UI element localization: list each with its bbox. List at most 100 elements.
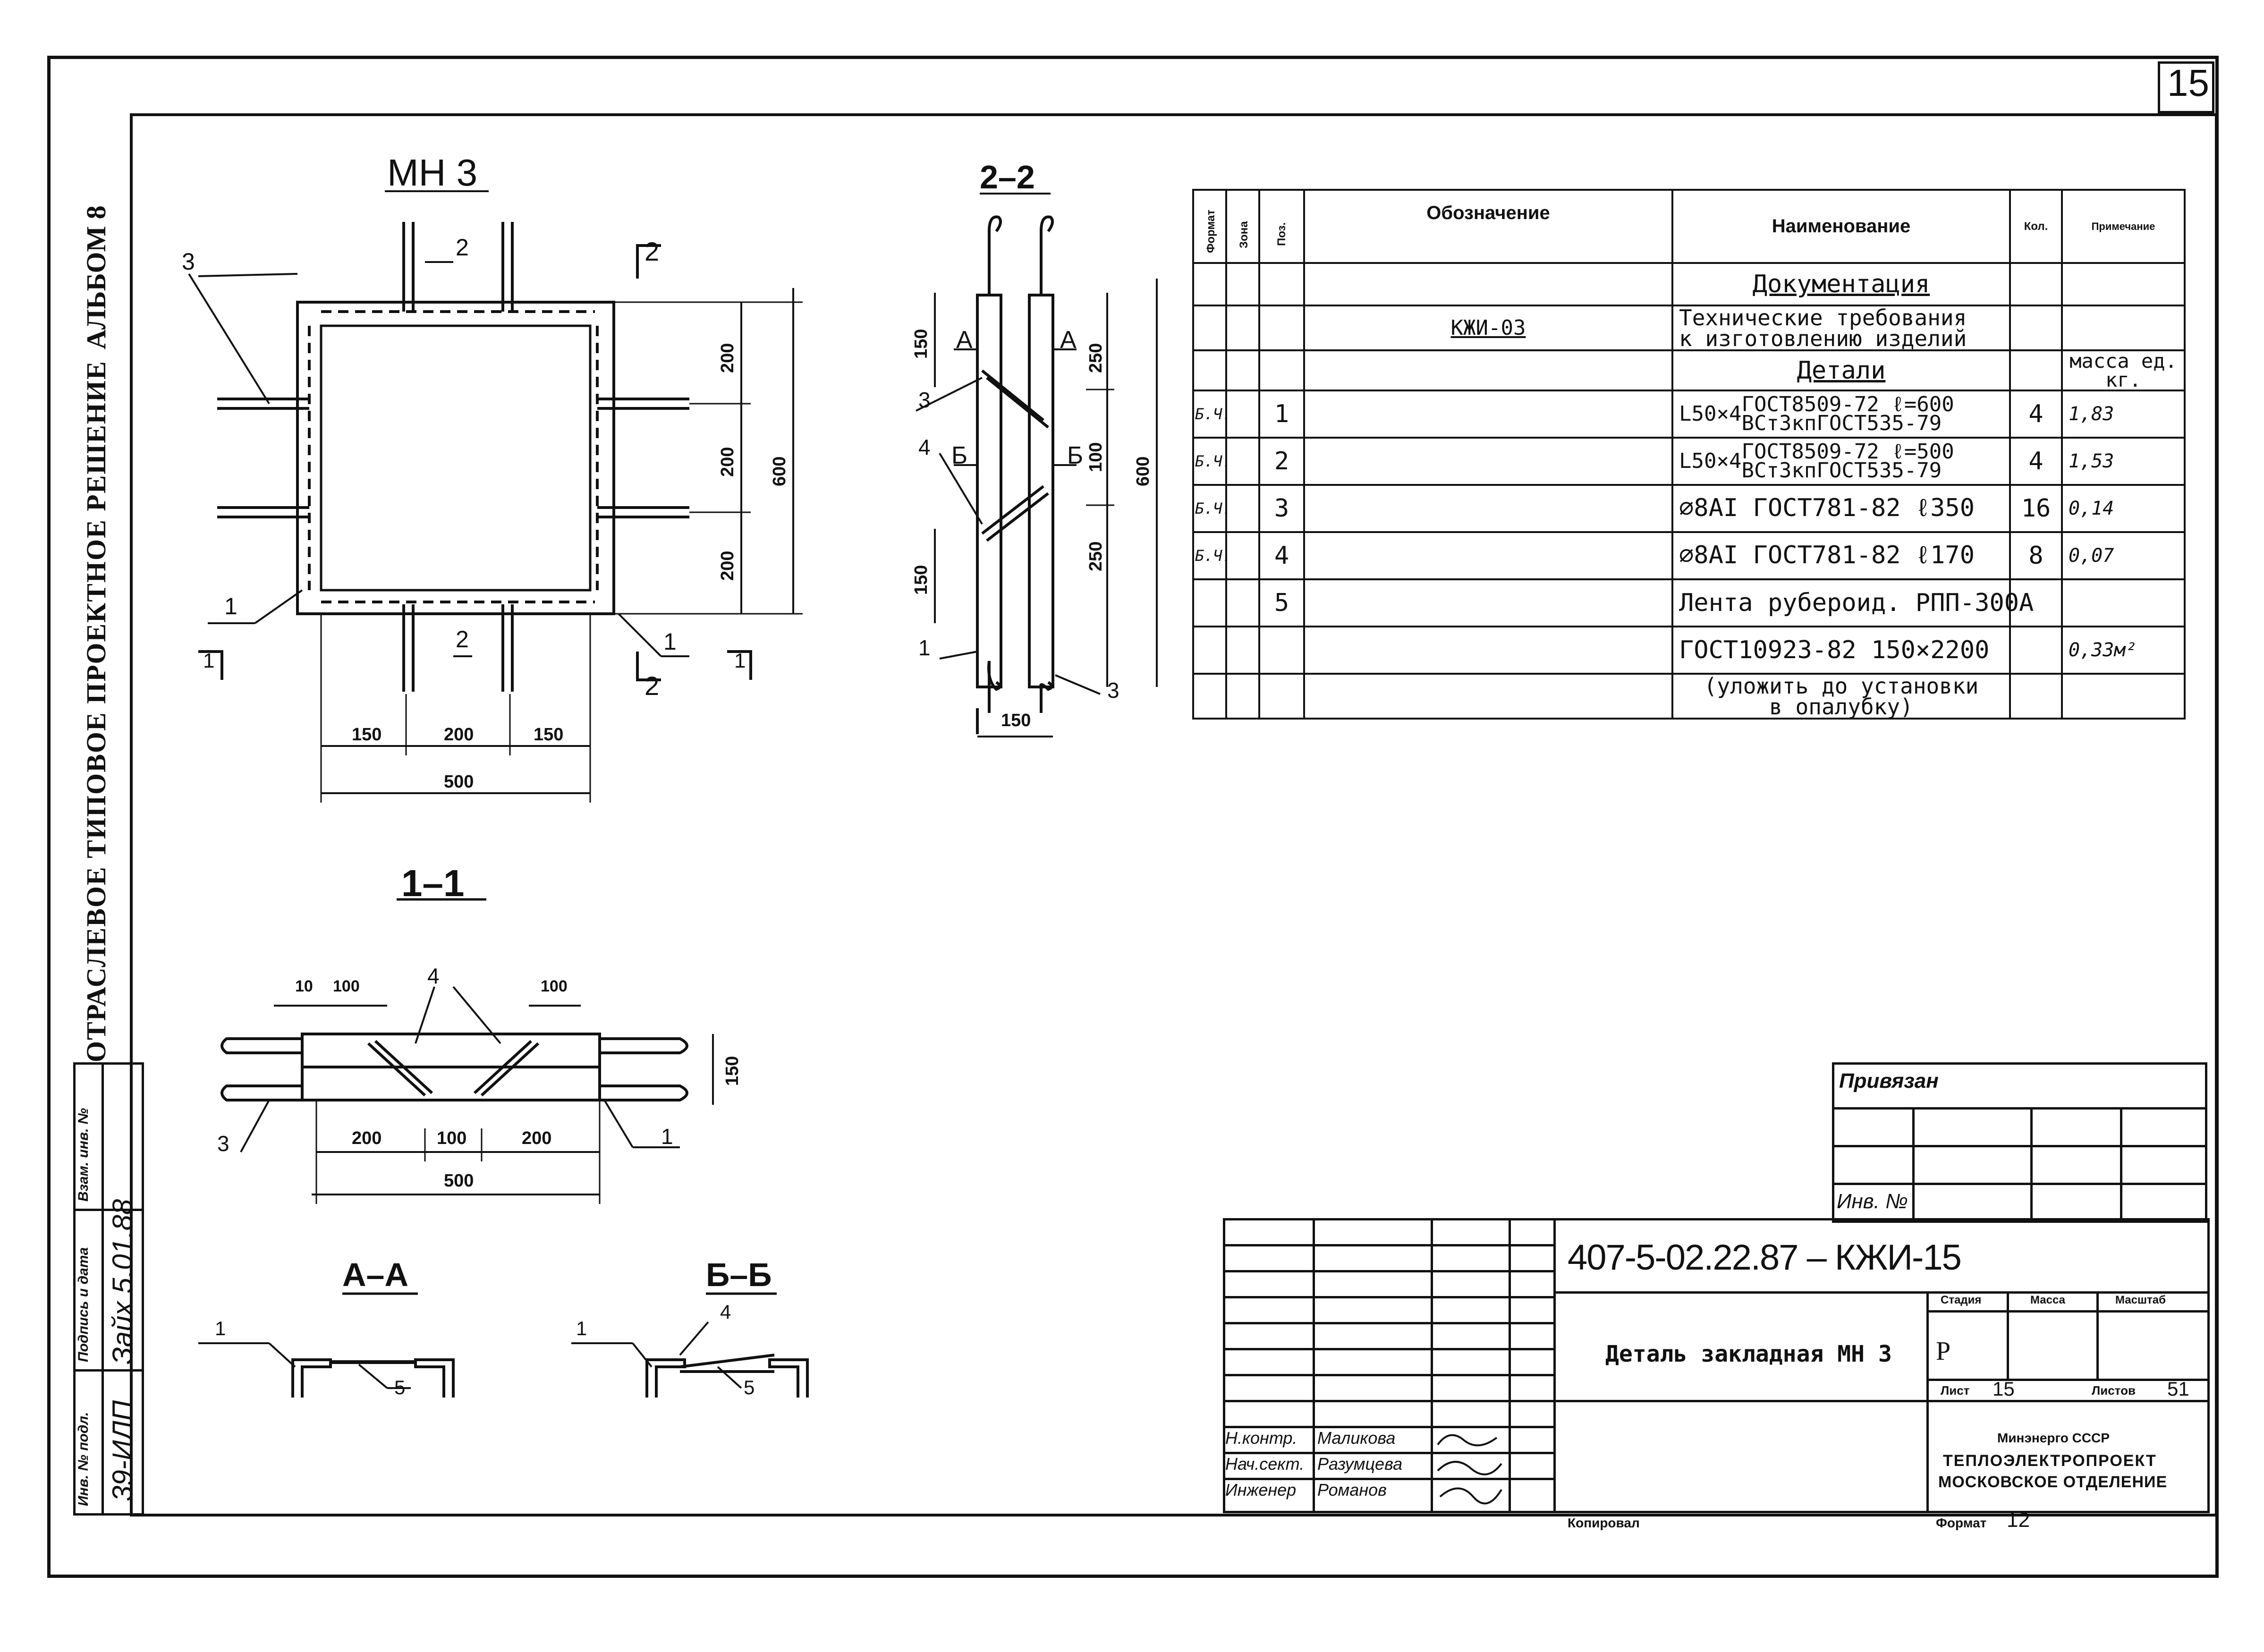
- sheet-value: 15: [1993, 1378, 2015, 1400]
- tb-code-rule: [1553, 1291, 2207, 1294]
- section-1-1-title: 1–1: [401, 862, 465, 904]
- mn3-dim-150-right: 150: [534, 725, 564, 745]
- tb-stage-rule: [1926, 1310, 2207, 1313]
- mn3-dim-150-left: 150: [352, 725, 382, 745]
- stage-value: Р: [1936, 1337, 1951, 1366]
- mn3-dim-500: 500: [444, 772, 474, 792]
- section-2-2-view: [916, 215, 1158, 737]
- side-stamp-rule: [73, 1369, 142, 1372]
- s22-dim-100: 100: [1086, 442, 1106, 472]
- mn3-cut-1-left: 1: [203, 649, 215, 672]
- mn3-dim-v-200-mid: 200: [718, 447, 738, 477]
- signer-2-role: Нач.сект.: [1225, 1454, 1305, 1474]
- row1-name-1: ГОСТ8509-72 ℓ=600: [1741, 392, 1954, 416]
- bb-pos-4: 4: [720, 1301, 731, 1323]
- bb-pos-5: 5: [744, 1376, 755, 1398]
- section-docs: Документация: [1671, 262, 2011, 306]
- table-row: Детали масса ед. кг.: [1192, 349, 2186, 391]
- mn3-title: МН 3: [387, 152, 478, 194]
- doc-name: Технические требования к изготовлению из…: [1671, 305, 2011, 351]
- row3-qty: 16: [2009, 484, 2063, 533]
- col-pos: Поз.: [1258, 189, 1305, 264]
- tb-grid-rule: [1223, 1244, 1553, 1246]
- table-row: Документация: [1192, 262, 2186, 306]
- row3-format: Б.Ч.: [1192, 484, 1231, 533]
- s22-cut-b-right: Б: [1067, 442, 1084, 469]
- row4-qty: 8: [2009, 531, 2063, 580]
- tb-grid-rule: [1223, 1348, 1553, 1350]
- signer-3-name: Романов: [1317, 1480, 1387, 1500]
- mn3-cut-1-right: 1: [734, 649, 746, 672]
- section-2-2-title: 2–2: [980, 159, 1035, 195]
- format-label: Формат: [1936, 1516, 1987, 1530]
- mass-note-line-2: кг.: [2105, 368, 2141, 391]
- footnote-line-1: (уложить до установки: [1704, 673, 1979, 699]
- row4-pos: 4: [1258, 531, 1305, 580]
- privyazan-divider: [1912, 1107, 1915, 1220]
- row2-prefix: L50×4: [1679, 449, 1742, 473]
- tb-grid-rule: [1223, 1400, 1553, 1402]
- privyazan-rule: [1832, 1145, 2205, 1147]
- mn3-pos-2-top: 2: [456, 234, 469, 261]
- s11-dim-200-left: 200: [352, 1128, 382, 1148]
- doc-name-line-1: Технические требования: [1679, 305, 1967, 330]
- section-a-a-view: [198, 1342, 455, 1398]
- tb-grid-rule: [1223, 1374, 1553, 1376]
- col-zone-label: Зона: [1238, 220, 1250, 248]
- s11-pos-4: 4: [427, 964, 440, 988]
- mn3-cut-2-top: 2: [644, 237, 660, 266]
- tb-name-rule: [1553, 1400, 2207, 1402]
- drawing-name: Деталь закладная МН 3: [1605, 1341, 1892, 1367]
- sheets-value: 51: [2167, 1378, 2189, 1400]
- mass-note: масса ед. кг.: [2061, 349, 2186, 391]
- mn3-dim-200: 200: [444, 725, 474, 745]
- s22-dim-150-bottom: 150: [911, 565, 931, 595]
- sheet-label: Лист: [1941, 1383, 1970, 1398]
- privyazan-divider: [2120, 1107, 2122, 1220]
- s11-pos-3: 3: [217, 1131, 229, 1156]
- row1-qty: 4: [2009, 390, 2063, 439]
- title-block: [1223, 1218, 2210, 1513]
- section-b-b-view: [571, 1321, 809, 1398]
- sheet-number: 15: [2167, 62, 2209, 104]
- s22-pos-4: 4: [918, 435, 931, 459]
- aa-pos-1: 1: [215, 1317, 226, 1339]
- bb-pos-1: 1: [576, 1317, 587, 1339]
- s22-dim-250-top: 250: [1086, 343, 1106, 373]
- col-format: Формат: [1192, 189, 1227, 264]
- tb-grid-rule: [1223, 1296, 1553, 1298]
- col-qty: Кол.: [2009, 189, 2063, 264]
- row2-format: Б.Ч.: [1192, 437, 1231, 486]
- tb-stage-col: [2007, 1291, 2009, 1379]
- privyazan-inv: Инв. №: [1837, 1190, 1908, 1213]
- table-row: 5 Лента рубероид. РПП-300А: [1192, 578, 2186, 627]
- col-note: Примечание: [2061, 189, 2186, 264]
- row6-name: ГОСТ10923-82 150×2200: [1671, 626, 2011, 675]
- mass-note-line-1: масса ед.: [2069, 349, 2177, 373]
- tb-stage-col: [2096, 1291, 2099, 1379]
- side-stamp-divider: [102, 1062, 104, 1513]
- s22-dim-250-bottom: 250: [1086, 541, 1106, 571]
- tb-col-divider: [1509, 1218, 1511, 1511]
- tb-stage-rule: [1926, 1379, 2207, 1381]
- s11-dim-100-right: 100: [541, 977, 568, 995]
- col-format-label: Формат: [1204, 209, 1217, 253]
- col-designation: Обозначение: [1303, 189, 1673, 264]
- row3-note: 0,14: [2061, 484, 2186, 533]
- scale-label: Масштаб: [2115, 1294, 2166, 1306]
- tb-grid-rule: [1223, 1478, 1553, 1480]
- table-row: ГОСТ10923-82 150×2200 0,33м²: [1192, 626, 2186, 675]
- org-line-2: ТЕПЛОЭЛЕКТРОПРОЕКТ: [1943, 1452, 2157, 1470]
- s11-dim-200-right: 200: [522, 1128, 552, 1148]
- privyazan-rule: [1832, 1183, 2205, 1185]
- section-parts: Детали: [1671, 349, 2011, 391]
- col-pos-label: Поз.: [1275, 222, 1288, 246]
- table-row: Б.Ч. 1 L50×4 ГОСТ8509-72 ℓ=600 ВСт3кпГОС…: [1192, 390, 2186, 439]
- row3-pos: 3: [1258, 484, 1305, 533]
- aa-pos-5: 5: [394, 1376, 406, 1398]
- col-zone: Зона: [1225, 189, 1260, 264]
- org-line-3: МОСКОВСКОЕ ОТДЕЛЕНИЕ: [1938, 1473, 2168, 1491]
- mn3-pos-3: 3: [182, 248, 195, 275]
- s22-dim-150-top: 150: [911, 329, 931, 359]
- signatures: [1437, 1434, 1502, 1505]
